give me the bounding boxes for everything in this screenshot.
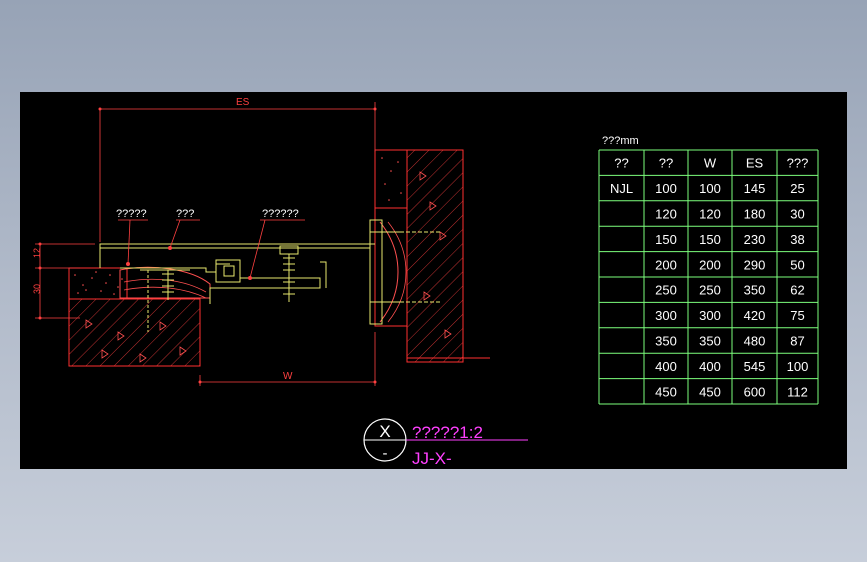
title-name-scale: ?????1:2 [412, 423, 483, 442]
table-cell: 62 [790, 283, 804, 298]
table-cell: 145 [744, 181, 766, 196]
table-cell: 87 [790, 334, 804, 349]
table-cell: 150 [699, 232, 721, 247]
dim-label-30: 30 [32, 284, 42, 294]
dim-label-w: W [283, 371, 293, 382]
table-cell: 120 [655, 207, 677, 222]
callout-left: ????? [116, 208, 147, 220]
table-cell: 450 [655, 384, 677, 399]
table-cell: NJL [610, 181, 633, 196]
table-cell: 480 [744, 334, 766, 349]
table-cell: 290 [744, 257, 766, 272]
dim-label-12: 12 [32, 248, 42, 258]
table-cell: 75 [790, 308, 804, 323]
table-header-cell: ?? [614, 156, 628, 171]
left-slab [68, 266, 211, 367]
right-wall [374, 149, 490, 363]
table-cell: 100 [699, 181, 721, 196]
dimension-ticks [38, 107, 377, 384]
table-header-cell: ?? [659, 156, 673, 171]
wall-anchors [382, 231, 440, 303]
spec-table: ???? W ES??? NJL 100 100 145 25 120 120 180 30 150 15… [598, 149, 819, 405]
table-cell: 120 [699, 207, 721, 222]
anchor-bolt [279, 245, 299, 302]
table-header-cell: ES [746, 156, 764, 171]
table-cell: 350 [744, 283, 766, 298]
dim-label-es: ES [236, 97, 250, 108]
table-cell: 450 [699, 384, 721, 399]
table-cell: 112 [787, 384, 808, 399]
table-cell: 400 [699, 359, 721, 374]
table-cell: 350 [655, 334, 677, 349]
table-cell: 200 [655, 257, 677, 272]
table-cell: 300 [655, 308, 677, 323]
table-cell: 300 [699, 308, 721, 323]
table-cell: 50 [790, 257, 804, 272]
table-header-cell: W [704, 156, 717, 171]
table-caption: ???mm [602, 135, 639, 147]
table-cell: 180 [744, 207, 766, 222]
table-cell: 150 [655, 232, 677, 247]
table-cell: 250 [655, 283, 677, 298]
callout-right: ?????? [262, 208, 299, 220]
expansion-profile [99, 219, 400, 325]
detail-drawing: ES W 12 30 ????? ??? ?????? ???mm ???? W E… [32, 97, 819, 468]
dimension-lines [35, 102, 376, 386]
table-cell: 420 [744, 308, 766, 323]
title-block: X - ?????1:2 JJ-X- [363, 418, 528, 468]
cad-viewport[interactable]: ES W 12 30 ????? ??? ?????? ???mm ???? W E… [20, 92, 847, 469]
table-cell: 230 [744, 232, 766, 247]
table-cell: 30 [790, 207, 804, 222]
table-cell: 250 [699, 283, 721, 298]
table-cell: 100 [655, 181, 677, 196]
table-cell: 400 [655, 359, 677, 374]
title-symbol-bottom: - [383, 445, 388, 462]
callout-middle: ??? [176, 208, 194, 220]
table-cell: 350 [699, 334, 721, 349]
table-cell: 38 [790, 232, 804, 247]
table-cell: 545 [744, 359, 766, 374]
slab-screws [140, 269, 190, 332]
table-cell: 25 [790, 181, 804, 196]
table-cell: 100 [787, 359, 809, 374]
table-header-cell: ??? [787, 156, 809, 171]
title-code: JJ-X- [412, 449, 452, 468]
title-symbol-top: X [379, 422, 390, 441]
table-cell: 200 [699, 257, 721, 272]
table-cell: 600 [744, 384, 766, 399]
